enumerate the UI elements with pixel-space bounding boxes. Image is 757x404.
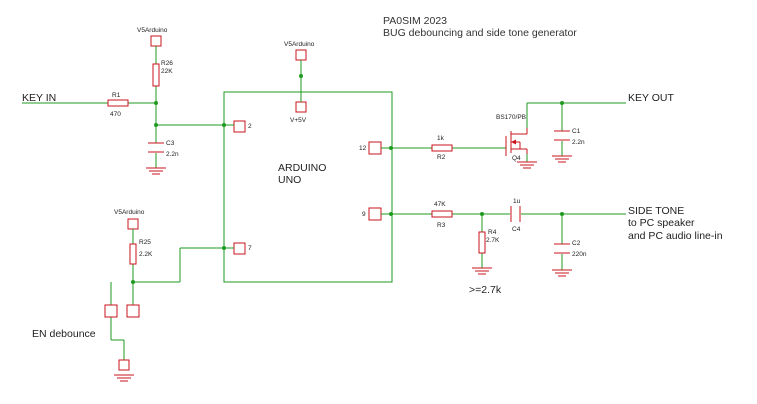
junction-block-pin7 bbox=[222, 246, 226, 250]
svg-text:C2: C2 bbox=[572, 240, 581, 247]
jumper-pad-left bbox=[104, 304, 118, 318]
capacitor-c4: 1u C4 bbox=[510, 198, 521, 233]
label-key-out: KEY OUT bbox=[628, 92, 674, 104]
jumper-pad-right bbox=[126, 304, 140, 318]
title-line-1: PA0SIM 2023 bbox=[383, 15, 447, 27]
junction-en bbox=[131, 280, 135, 284]
svg-text:BS170/PB: BS170/PB bbox=[496, 114, 526, 121]
junction-c2 bbox=[560, 212, 564, 216]
arduino-supply-pin bbox=[295, 101, 307, 113]
svg-text:C1: C1 bbox=[572, 128, 581, 135]
label-side-tone-1: SIDE TONE bbox=[628, 205, 684, 217]
svg-text:R2: R2 bbox=[437, 154, 446, 161]
ground-en bbox=[114, 359, 134, 382]
label-en-debounce: EN debounce bbox=[32, 328, 96, 340]
svg-text:2.2n: 2.2n bbox=[166, 151, 179, 158]
mosfet-q4: BS170/PB Q4 bbox=[496, 114, 528, 162]
resistor-r3: 47K R3 bbox=[431, 201, 453, 229]
pin-9-label: 9 bbox=[362, 211, 366, 218]
svg-text:2.2n: 2.2n bbox=[572, 139, 585, 146]
svg-text:V5Arduino: V5Arduino bbox=[114, 209, 145, 216]
resistor-r4: R4 2.7K bbox=[478, 229, 500, 254]
ground-c2 bbox=[552, 269, 572, 277]
resistor-r26: R26 22K bbox=[152, 60, 173, 87]
supply-top-mid: V5Arduino bbox=[284, 41, 315, 61]
svg-text:R1: R1 bbox=[112, 92, 121, 99]
svg-text:R25: R25 bbox=[139, 239, 151, 246]
ground-c1 bbox=[552, 155, 572, 163]
junction-arduino-supply bbox=[299, 74, 303, 78]
arduino-block bbox=[223, 91, 393, 283]
svg-text:V5Arduino: V5Arduino bbox=[284, 41, 315, 48]
junction-pin2 bbox=[154, 123, 158, 127]
svg-text:22K: 22K bbox=[161, 68, 173, 75]
arduino-name-2: UNO bbox=[278, 174, 301, 186]
svg-text:R4: R4 bbox=[488, 229, 497, 236]
svg-text:C3: C3 bbox=[166, 140, 175, 147]
junction-pin9 bbox=[389, 212, 393, 216]
capacitor-c2: C2 220n bbox=[554, 240, 587, 258]
title-line-2: BUG debouncing and side tone generator bbox=[383, 27, 577, 39]
svg-text:C4: C4 bbox=[512, 226, 521, 233]
svg-text:47K: 47K bbox=[434, 201, 446, 208]
resistor-r25: R25 2.2K bbox=[129, 239, 153, 265]
resistor-r2: 1k R2 bbox=[431, 135, 453, 161]
resistor-r1: R1 470 bbox=[107, 92, 129, 118]
svg-text:R26: R26 bbox=[161, 60, 173, 67]
svg-text:R3: R3 bbox=[437, 222, 446, 229]
pin-9-box bbox=[368, 207, 382, 221]
wires bbox=[22, 46, 626, 360]
svg-text:2.7K: 2.7K bbox=[486, 237, 500, 244]
svg-text:220n: 220n bbox=[572, 251, 587, 258]
supply-top-left: V5Arduino bbox=[137, 27, 168, 47]
label-side-tone-3: and PC audio line-in bbox=[628, 230, 723, 242]
junction-block-pin2 bbox=[222, 123, 226, 127]
capacitor-c3: C3 2.2n bbox=[148, 140, 179, 158]
label-load-note: >=2.7k bbox=[469, 284, 502, 296]
svg-text:470: 470 bbox=[110, 111, 121, 118]
svg-text:1k: 1k bbox=[437, 135, 445, 142]
pin-12-box bbox=[368, 141, 382, 155]
ground-c3 bbox=[146, 167, 166, 175]
svg-text:2.2K: 2.2K bbox=[139, 251, 153, 258]
pin-12-label: 12 bbox=[359, 145, 367, 152]
arduino-name-1: ARDUINO bbox=[278, 162, 326, 174]
svg-text:Q4: Q4 bbox=[512, 155, 521, 162]
svg-text:V5Arduino: V5Arduino bbox=[137, 27, 168, 34]
junction-pin12 bbox=[389, 146, 393, 150]
pin-2-label: 2 bbox=[248, 123, 252, 130]
pin-7-label: 7 bbox=[248, 245, 252, 252]
junction-key-out bbox=[560, 101, 564, 105]
ground-r4 bbox=[472, 267, 492, 275]
label-side-tone-2: to PC speaker bbox=[628, 217, 695, 229]
arduino-supply-label: V+5V bbox=[290, 117, 307, 124]
label-key-in: KEY IN bbox=[22, 92, 56, 104]
supply-bottom-left: V5Arduino bbox=[114, 209, 145, 230]
pin-2-box bbox=[233, 120, 246, 133]
junction-r4 bbox=[480, 212, 484, 216]
ground-q4 bbox=[517, 161, 537, 169]
svg-text:1u: 1u bbox=[513, 198, 521, 205]
junction-key-in bbox=[154, 101, 158, 105]
capacitor-c1: C1 2.2n bbox=[554, 128, 585, 146]
pin-7-box bbox=[233, 242, 246, 255]
